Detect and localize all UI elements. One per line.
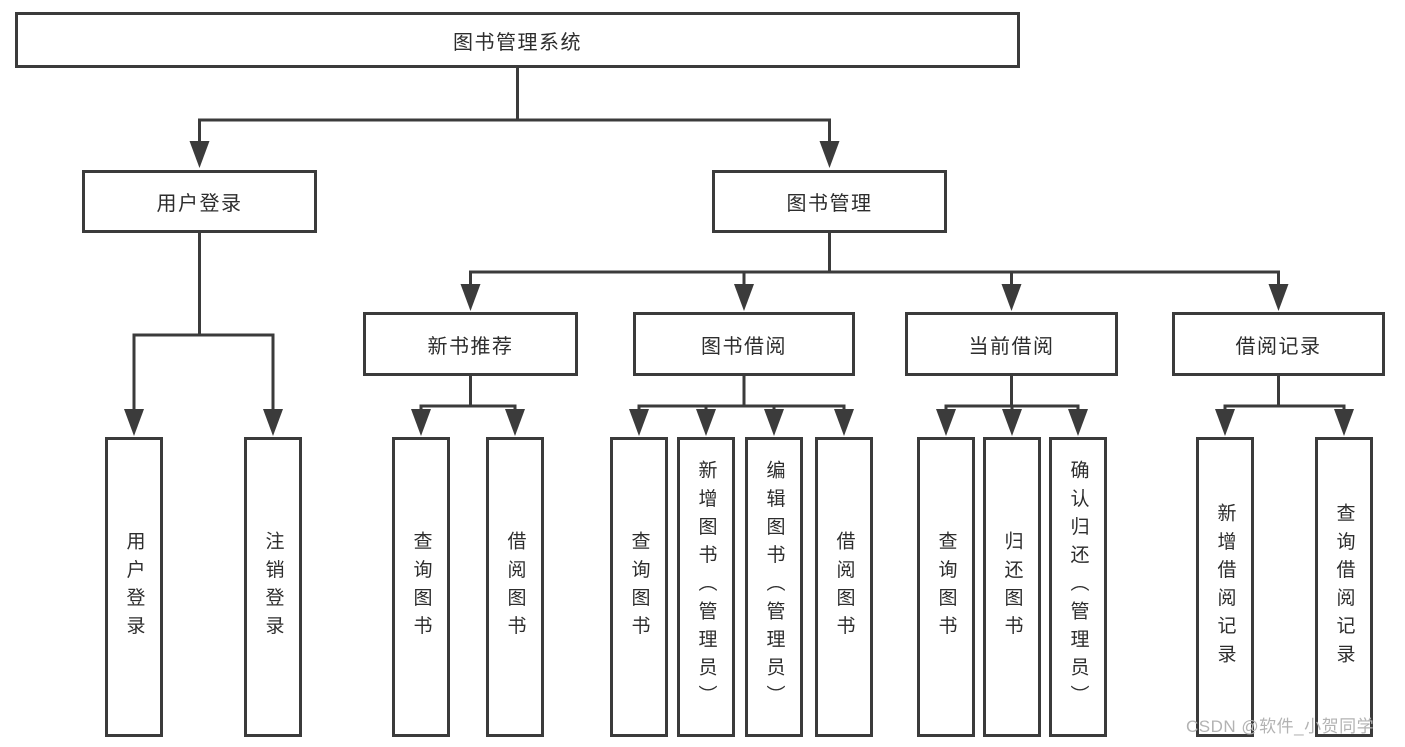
- leaf-add-borrow-record: 新增借阅记录: [1196, 437, 1254, 737]
- leaf-query-borrow-record: 查询借阅记录: [1315, 437, 1373, 737]
- node-user-login: 用户登录: [82, 170, 317, 233]
- node-new-book-recommendation: 新书推荐: [363, 312, 578, 376]
- node-library-management-system: 图书管理系统: [15, 12, 1020, 68]
- node-current-borrowing: 当前借阅: [905, 312, 1118, 376]
- leaf-confirm-return-admin: 确认归还（管理员）: [1049, 437, 1107, 737]
- leaf-edit-books-admin: 编辑图书（管理员）: [745, 437, 803, 737]
- leaf-user-login: 用户登录: [105, 437, 163, 737]
- node-book-management: 图书管理: [712, 170, 947, 233]
- leaf-newbook-borrow-books: 借阅图书: [486, 437, 544, 737]
- node-book-borrowing: 图书借阅: [633, 312, 855, 376]
- leaf-newbook-query-books: 查询图书: [392, 437, 450, 737]
- leaf-borrow-query-books: 查询图书: [610, 437, 668, 737]
- csdn-watermark: CSDN @软件_小贺同学: [1186, 717, 1375, 736]
- node-borrowing-records: 借阅记录: [1172, 312, 1385, 376]
- leaf-borrow-borrow-books: 借阅图书: [815, 437, 873, 737]
- leaf-add-books-admin: 新增图书（管理员）: [677, 437, 735, 737]
- leaf-return-books: 归还图书: [983, 437, 1041, 737]
- leaf-logout: 注销登录: [244, 437, 302, 737]
- leaf-current-query-books: 查询图书: [917, 437, 975, 737]
